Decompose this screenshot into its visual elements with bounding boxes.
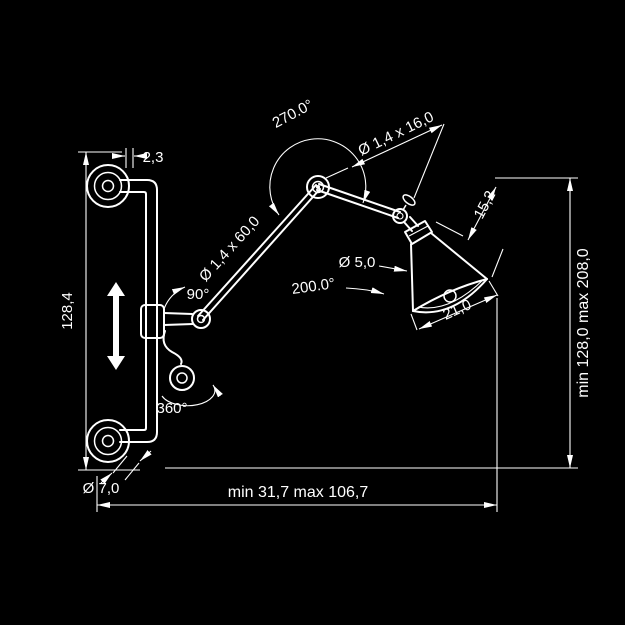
- shade-cone-left: [410, 243, 414, 312]
- head-joint-inner: [396, 212, 404, 220]
- lamp-head-joint: [392, 194, 416, 224]
- label-rail-height: 128,4: [59, 292, 76, 330]
- shade-socket: [404, 220, 433, 245]
- label-horizontal-reach: min 31,7 max 106,7: [228, 484, 369, 501]
- dim-ext-line: [491, 248, 504, 278]
- top-wall-bracket: [86, 164, 130, 208]
- dim-line: [418, 294, 498, 330]
- dim-line: [467, 186, 497, 241]
- top-bracket-mid: [93, 171, 123, 201]
- top-bracket-outer: [86, 164, 130, 208]
- dim-plate-thickness: 2,3: [112, 148, 163, 168]
- bottom-bracket-hub: [101, 434, 115, 448]
- label-short-arm-tube: Ø 1,4 x 16,0: [356, 108, 437, 159]
- top-bracket-hub: [101, 179, 115, 193]
- label-long-arm-tube: Ø 1,4 x 60,0: [196, 213, 263, 285]
- rail-tube-inner: [119, 191, 147, 431]
- dim-line: [351, 124, 443, 168]
- dim-knob-rotation: 360°: [156, 384, 223, 417]
- label-knob-rotation: 360°: [156, 400, 187, 417]
- clamp-collar: [140, 304, 165, 339]
- arm-pivot-joint: [191, 309, 211, 329]
- rotation-arc: [161, 384, 223, 407]
- shade-cone-right: [430, 232, 488, 280]
- vertical-movement-arrow: [107, 282, 125, 370]
- wingnut: [402, 194, 416, 206]
- label-bulb-hole: Ø 5,0: [339, 254, 376, 271]
- label-plate-thickness: 2,3: [143, 149, 164, 166]
- dim-ext-line: [488, 280, 499, 297]
- dim-ext-line: [112, 455, 128, 474]
- dim-bulb-hole: Ø 5,0: [339, 254, 408, 272]
- dim-arrow: [100, 472, 113, 484]
- dim-ext-line: [325, 167, 349, 179]
- label-tube-diameter: Ø 7,0: [83, 480, 120, 497]
- short-arm-edge-2: [318, 183, 401, 213]
- rail-tube-outer: [119, 179, 158, 443]
- slider-clamp: [140, 304, 211, 391]
- leader-line: [378, 265, 408, 272]
- clamp-arm-bottom: [163, 323, 194, 326]
- dim-horizontal-reach: min 31,7 max 106,7: [96, 298, 498, 512]
- dim-tube-diameter: Ø 7,0: [83, 450, 152, 497]
- short-arm-edge-1: [316, 189, 399, 219]
- dim-vertical-travel: min 128,0 max 208,0: [165, 177, 592, 469]
- wall-rail-assembly: [86, 164, 158, 463]
- dim-short-arm-tube: Ø 1,4 x 16,0: [325, 108, 445, 199]
- rotation-leader: [345, 287, 385, 295]
- label-elbow-rotation: 270.0°: [270, 96, 316, 131]
- dim-ext-line: [410, 313, 418, 331]
- label-vertical-travel: min 128,0 max 208,0: [575, 248, 592, 398]
- label-clamp-angle: 90°: [187, 286, 210, 303]
- dim-head-rotation: 200.0°: [291, 275, 385, 298]
- wingnut-stem: [402, 204, 407, 211]
- angle-arc: [163, 286, 186, 310]
- adjust-knob-center: [176, 372, 188, 384]
- elbow-axle: [316, 185, 320, 189]
- dim-ext-line: [435, 221, 464, 237]
- dim-clamp-angle: 90°: [163, 286, 210, 310]
- rotation-arc: [268, 138, 371, 216]
- dim-rail-height: 128,4: [59, 151, 140, 471]
- dim-arrow: [139, 450, 152, 462]
- shade-socket-rib: [408, 225, 429, 237]
- lamp-shade: [403, 216, 488, 314]
- label-shade-depth: 15,2: [471, 188, 500, 222]
- head-joint-outer: [392, 208, 408, 224]
- clamp-hook: [162, 330, 183, 365]
- label-head-rotation: 200.0°: [291, 275, 336, 298]
- bottom-bracket-mid: [93, 426, 123, 456]
- dim-ext-line: [413, 123, 445, 199]
- clamp-arm-top: [163, 312, 193, 315]
- dim-ext-line: [124, 462, 140, 481]
- adjust-knob: [169, 365, 195, 391]
